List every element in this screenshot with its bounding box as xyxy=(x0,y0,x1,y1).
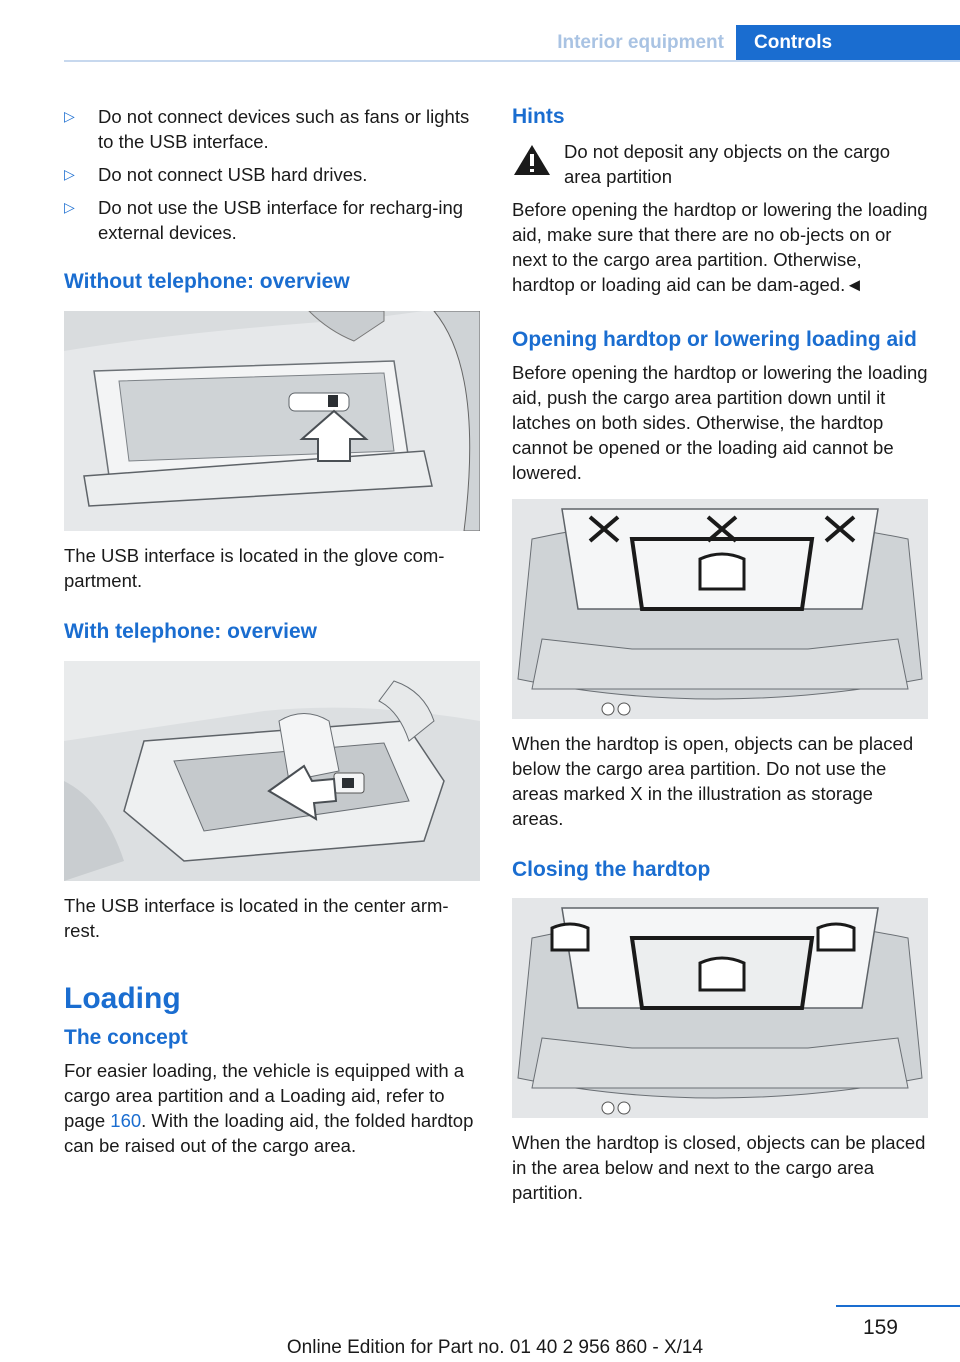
warning-block: Do not deposit any objects on the cargo … xyxy=(512,139,928,189)
concept-text-start: For easier loading, the vehicle is equip… xyxy=(64,1060,465,1131)
with-telephone-heading: With telephone: overview xyxy=(64,620,318,643)
closed-hardtop-caption: When the hardtop is closed, objects can … xyxy=(512,1132,926,1203)
center-armrest-illustration xyxy=(64,661,480,881)
warning-title: Do not deposit any objects on the cargo … xyxy=(564,141,891,187)
warning-paragraph: Before opening the hardtop or lowering t… xyxy=(512,199,928,295)
center-armrest-caption: The USB interface is located in the cent… xyxy=(64,895,449,941)
without-telephone-heading: Without telephone: overview xyxy=(64,270,350,293)
bullet-text: Do not connect devices such as fans or l… xyxy=(98,106,470,152)
concept-paragraph: For easier loading, the vehicle is equip… xyxy=(64,1058,480,1158)
opening-hardtop-paragraph: Before opening the hardtop or lowering t… xyxy=(512,362,928,483)
right-column: Hints Do not deposit any objects on the … xyxy=(512,104,928,1205)
open-hardtop-caption: When the hardtop is open, objects can be… xyxy=(512,733,914,829)
header-divider xyxy=(64,60,960,62)
bullet-text: Do not use the USB interface for recharg… xyxy=(98,197,464,243)
list-item: ▷ Do not connect devices such as fans or… xyxy=(64,104,480,154)
chapter-tab[interactable]: Controls xyxy=(736,25,960,61)
opening-hardtop-heading: Opening hardtop or lowering loading aid xyxy=(512,328,917,351)
bullet-triangle-icon: ▷ xyxy=(64,166,75,182)
bullet-triangle-icon: ▷ xyxy=(64,199,75,215)
bullet-text: Do not connect USB hard drives. xyxy=(98,164,368,185)
left-column: ▷ Do not connect devices such as fans or… xyxy=(64,104,480,1158)
open-hardtop-trunk-illustration xyxy=(512,499,928,719)
concept-text-end: . With the loading aid, the folded hardt… xyxy=(64,1110,474,1156)
hints-heading: Hints xyxy=(512,105,565,128)
closing-hardtop-heading: Closing the hardtop xyxy=(512,858,711,881)
edition-footer: Online Edition for Part no. 01 40 2 956 … xyxy=(286,1337,704,1358)
closed-hardtop-trunk-illustration xyxy=(512,898,928,1118)
section-title: Interior equipment xyxy=(557,32,724,53)
page-reference-link[interactable]: 160 xyxy=(110,1110,142,1131)
footer-divider xyxy=(836,1305,960,1307)
page-number: 159 xyxy=(862,1316,898,1339)
list-item: ▷ Do not use the USB interface for recha… xyxy=(64,195,480,245)
bullet-triangle-icon: ▷ xyxy=(64,108,75,124)
list-item: ▷ Do not connect USB hard drives. xyxy=(64,162,480,187)
warning-triangle-icon xyxy=(514,145,550,175)
center-armrest-drawing xyxy=(64,661,480,881)
glove-compartment-drawing xyxy=(64,311,480,531)
glove-compartment-caption: The USB interface is located in the glov… xyxy=(64,545,445,591)
usb-caution-list: ▷ Do not connect devices such as fans or… xyxy=(64,104,480,245)
glove-compartment-illustration xyxy=(64,311,480,531)
open-hardtop-trunk-drawing xyxy=(512,499,928,719)
closed-hardtop-trunk-drawing xyxy=(512,898,928,1118)
loading-heading: Loading xyxy=(64,982,181,1015)
page-header: Interior equipment Controls xyxy=(0,0,960,62)
concept-heading: The concept xyxy=(64,1026,188,1049)
